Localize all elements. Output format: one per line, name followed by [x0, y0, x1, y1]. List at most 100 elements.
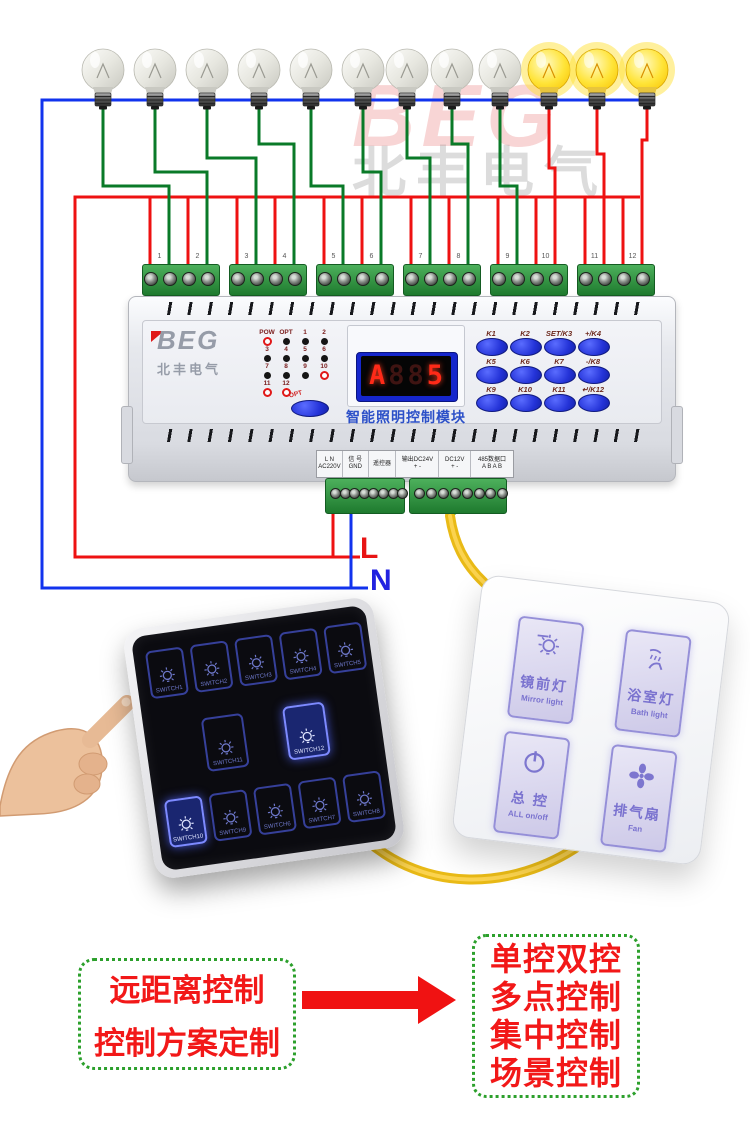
- key-button-SETK3[interactable]: [544, 338, 576, 356]
- light-bulb-off: [185, 48, 229, 110]
- indicator-label: 8: [284, 363, 288, 370]
- key-button-K11[interactable]: [544, 394, 576, 412]
- terminal-screw: [462, 272, 476, 286]
- terminal-screw: [461, 488, 473, 499]
- lamp-wire: [101, 104, 171, 272]
- indicator-label: 1: [303, 329, 307, 336]
- indicator-led-lit: [262, 337, 272, 346]
- indicator-led-lit: [319, 371, 329, 380]
- black-touch-panel: SWITCH1 SWITCH2 SWITCH3 SWITCH4 SWITCH5: [121, 595, 407, 881]
- key-button-K8[interactable]: [578, 366, 610, 384]
- terminal-screw: [337, 272, 351, 286]
- indicator-led: [282, 372, 290, 379]
- touch-key-switch10[interactable]: SWITCH10: [163, 795, 209, 849]
- terminal-screw: [414, 488, 425, 499]
- promo-text-line: 远距离控制: [109, 973, 265, 1008]
- key-label-en: Fan: [627, 823, 643, 835]
- channel-number: 4: [282, 253, 287, 260]
- indicator-led: [282, 338, 290, 345]
- key-button-K12[interactable]: [578, 394, 610, 412]
- lamp-icon: [218, 739, 234, 755]
- promo-text-line: 多点控制: [489, 979, 622, 1015]
- mirror-light-icon: [537, 634, 560, 655]
- module-logo: BEG: [157, 325, 220, 355]
- key-label: -/K8: [585, 357, 601, 366]
- terminal-screw: [443, 272, 457, 286]
- key-button-K10[interactable]: [510, 394, 542, 412]
- lamp-icon: [159, 667, 175, 683]
- indicator-led-lit: [262, 388, 272, 397]
- terminal-screw: [318, 272, 332, 286]
- indicator-label: 6: [322, 346, 326, 353]
- indicator-led: [320, 355, 328, 362]
- lamp-wire: [257, 104, 296, 272]
- touch-key-switch7[interactable]: SWITCH7: [297, 776, 342, 830]
- touch-key-switch8[interactable]: SWITCH8: [341, 770, 387, 824]
- key-button-K7[interactable]: [544, 366, 576, 384]
- light-bulb-on: [619, 42, 675, 110]
- key-button-K1[interactable]: [476, 338, 508, 356]
- lamp-icon: [248, 654, 264, 670]
- indicator-led: [301, 338, 309, 345]
- opt-button-label: OPT: [288, 389, 304, 400]
- key-button-K2[interactable]: [510, 338, 542, 356]
- watermark-brand: 北丰电气: [352, 143, 608, 203]
- indicator-label: POW: [259, 329, 275, 336]
- key-button-K5[interactable]: [476, 366, 508, 384]
- key-button-K6[interactable]: [510, 366, 542, 384]
- key-icon-wrap: [531, 630, 565, 668]
- terminal-screw: [231, 272, 245, 286]
- indicator-label: 10: [320, 363, 328, 370]
- din-clip-right: [671, 406, 683, 464]
- opt-button[interactable]: [291, 400, 329, 417]
- lamp-icon: [267, 803, 283, 819]
- terminal-screw: [405, 272, 419, 286]
- touch-key-switch11[interactable]: SWITCH11: [200, 712, 250, 773]
- lamp-icon: [338, 642, 354, 657]
- touch-key-switch4[interactable]: SWITCH4: [278, 627, 323, 681]
- key-icon-wrap: [517, 745, 551, 783]
- touch-key-switch9[interactable]: SWITCH9: [208, 789, 253, 842]
- light-bulb-off: [237, 48, 281, 110]
- key-button-K9[interactable]: [476, 394, 508, 412]
- terminal-screw: [424, 272, 438, 286]
- terminal-screw: [201, 272, 215, 286]
- touch-key-switch5[interactable]: SWITCH5: [323, 621, 368, 675]
- touch-key-switch1[interactable]: SWITCH1: [144, 646, 190, 700]
- touch-key-switch6[interactable]: SWITCH6: [252, 782, 298, 836]
- indicator-led: [263, 372, 271, 379]
- lamp-wire: [640, 104, 649, 272]
- channel-number: 1: [157, 253, 162, 260]
- touch-key-switch12[interactable]: SWITCH12: [281, 701, 331, 761]
- key-button-K4[interactable]: [578, 338, 610, 356]
- channel-number: 10: [541, 253, 550, 260]
- black-panel-glass: SWITCH1 SWITCH2 SWITCH3 SWITCH4 SWITCH5: [130, 604, 398, 872]
- touch-key-switch2[interactable]: SWITCH2: [189, 640, 234, 694]
- terminal-screw: [269, 272, 283, 286]
- lamp-wire: [309, 104, 345, 272]
- neutral-wire-label: N: [370, 564, 392, 597]
- light-bulb-off: [133, 48, 177, 110]
- terminal-screw: [437, 488, 449, 499]
- channel-number: 12: [628, 253, 637, 260]
- bath-light-icon: [648, 649, 663, 671]
- indicator-label: 11: [263, 380, 271, 387]
- module-title: 智能照明控制模块: [346, 409, 466, 425]
- touch-key-switch3[interactable]: SWITCH3: [233, 633, 279, 687]
- key-label-en: Bath light: [630, 706, 669, 721]
- terminal-screw: [511, 272, 525, 286]
- channel-number: 11: [590, 253, 599, 260]
- promo-text-line: 集中控制: [489, 1017, 622, 1053]
- indicator-led: [320, 338, 328, 345]
